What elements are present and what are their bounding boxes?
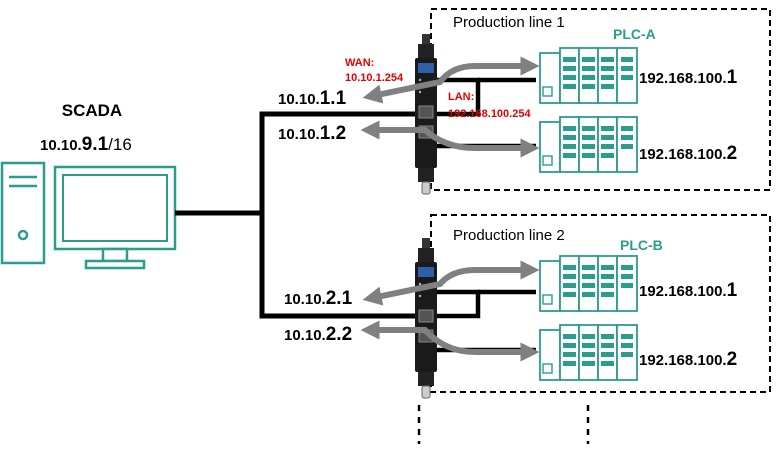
nat-ip-2-1: 10.10.2.1	[284, 288, 353, 309]
plc-a-1-ip: 192.168.100.1	[639, 67, 738, 88]
plc-a-2	[539, 116, 638, 173]
plc-a-label: PLC-A	[613, 26, 656, 42]
scada-ip: 10.10.9.1/16	[40, 134, 132, 155]
line-1-title: Production line 1	[453, 14, 565, 31]
computer-icon	[0, 161, 177, 270]
nat-ip-1-2: 10.10.1.2	[278, 123, 346, 144]
nat-mapping-arrows	[360, 56, 540, 362]
wan-label: WAN:	[345, 57, 374, 69]
plc-b-1	[539, 255, 638, 312]
lan-label: LAN:	[448, 91, 474, 103]
lan-ip: 192.168.100.254	[448, 108, 531, 120]
plc-a-2-ip: 192.168.100.2	[639, 143, 737, 164]
plc-b-1-ip: 192.168.100.1	[639, 280, 738, 301]
nat-ip-1-1: 10.10.1.1	[278, 88, 347, 109]
nat-ip-2-2: 10.10.2.2	[284, 324, 352, 345]
scada-title: SCADA	[62, 101, 122, 120]
line-2-title: Production line 2	[453, 227, 565, 244]
plc-b-2-ip: 192.168.100.2	[639, 349, 737, 370]
nat-device-1	[414, 33, 438, 195]
plc-a-1	[539, 47, 638, 104]
plc-b-label: PLC-B	[620, 237, 663, 253]
plc-b-2	[539, 324, 638, 381]
wan-ip: 10.10.1.254	[345, 72, 404, 84]
nat-device-2	[414, 237, 438, 399]
